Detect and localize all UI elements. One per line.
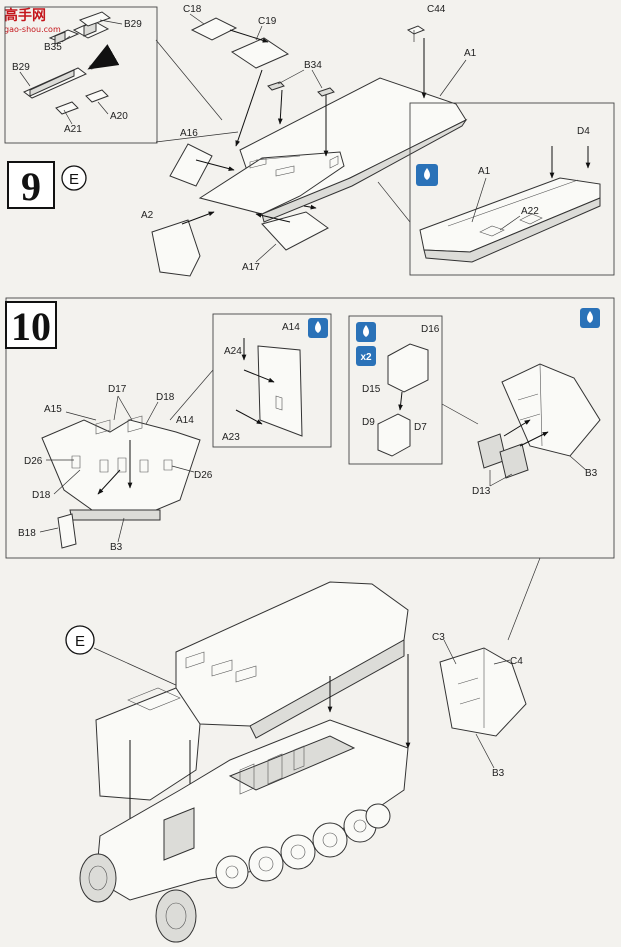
label-d9: D9 [362,417,375,428]
label-a16: A16 [180,128,198,139]
a14-inset [212,313,332,448]
step-9: B29 B35 B29 A21 A20 [4,4,615,277]
label-a1: A1 [464,48,477,59]
label-d13: D13 [472,486,491,497]
watermark: 高手网 gao-shou.com [4,7,61,34]
label-a15: A15 [44,404,62,415]
watermark-chars: 高手网 [4,7,46,24]
step10-box [5,297,615,559]
upper-hull-final [95,581,409,801]
label-c3: C3 [432,632,445,643]
d9-jerrycan [377,413,411,457]
jerrycan-inset [348,315,443,465]
label-c4: C4 [510,656,523,667]
front-wheels [79,853,197,943]
step-number: 10 [11,304,51,349]
label-d7: D7 [414,422,427,433]
label-a2: A2 [141,210,154,221]
option-e-label: E [75,633,85,650]
a14-panel [257,345,303,437]
step-number-box [7,161,55,209]
label-d26-left: D26 [24,456,43,467]
c44-hook [406,25,426,42]
label-c44: C44 [427,4,446,15]
rear-door-final [439,647,527,737]
b18-part [57,513,77,549]
step9-interior-inset [409,102,615,276]
option-e-badge [65,625,95,655]
label-a20: A20 [110,111,128,122]
label-d15: D15 [362,384,381,395]
step-10: 10 A14 A24 A23 x2 D16 D15 D9 D7 [5,297,615,559]
option-e-badge [61,165,87,191]
label-a23: A23 [222,432,240,443]
b35-brackets [48,11,112,45]
label-d17: D17 [108,384,127,395]
label-b35: B35 [44,42,62,53]
label-b18: B18 [18,528,36,539]
b34-blocks [267,81,335,97]
label-d16: D16 [421,324,440,335]
label-c18: C18 [183,4,202,15]
label-d4: D4 [577,126,590,137]
label-b34: B34 [304,60,322,71]
upper-hull-step9 [198,77,468,223]
b29-panel [23,67,109,115]
label-a24: A24 [224,346,242,357]
label-b29-left: B29 [12,62,30,73]
interior-floor [419,177,601,263]
label-b3-main: B3 [110,542,123,553]
leader-line [155,131,239,143]
final-assembly: E [65,581,527,943]
leader-line [169,369,214,421]
step-number: 9 [21,164,41,209]
x2-multiplier-icon [356,346,376,366]
assembly-arrow [87,44,120,71]
label-d18-bottom: D18 [32,490,51,501]
label-d18: D18 [156,392,175,403]
watermark-url: gao-shou.com [4,25,61,34]
upper-hull-interior [41,415,201,521]
label-d26-right: D26 [194,470,213,481]
label-a17: A17 [242,262,260,273]
d16-bracket [387,343,429,393]
label-a22: A22 [521,206,539,217]
leader-line [155,39,223,121]
a17-plate [261,211,329,251]
leader-line [507,557,541,641]
multiplier-label: x2 [360,352,372,363]
rear-door-assembly [477,363,601,479]
leader-line [377,181,411,223]
label-a14: A14 [282,322,300,333]
label-b29: B29 [124,19,142,30]
label-a1-inset: A1 [478,166,491,177]
option-e-label: E [69,171,79,188]
a16-hatch [169,143,213,187]
label-a21: A21 [64,124,82,135]
label-b3-bottom: B3 [492,768,505,779]
c18-c19-plates [190,17,290,69]
label-b3: B3 [585,468,598,479]
label-c19: C19 [258,16,277,27]
step-number-box [5,301,57,349]
step9-subassembly-box [4,6,158,144]
road-wheels [215,803,391,889]
leader-line [441,403,479,425]
label-a14-main: A14 [176,415,194,426]
a2-plate [151,219,201,277]
